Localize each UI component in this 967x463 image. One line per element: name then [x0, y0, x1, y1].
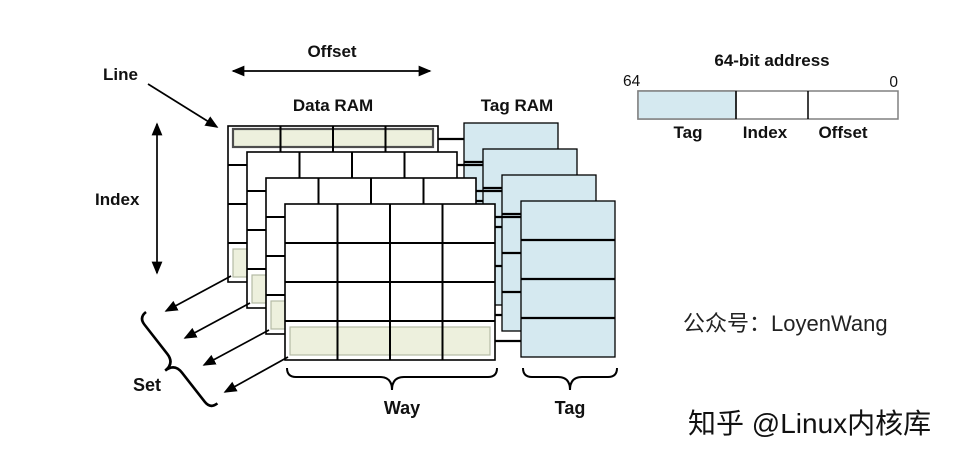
address-bit-low: 0 — [889, 74, 898, 91]
address-tag-segment — [637, 90, 737, 120]
tag-label: Tag — [555, 398, 586, 418]
wechat-caption: 公众号：LoyenWang — [683, 311, 888, 336]
way-label: Way — [384, 398, 420, 418]
data-ram-label: Data RAM — [293, 96, 373, 115]
set-arrow-1 — [164, 275, 232, 312]
set-arrow-2 — [183, 302, 251, 339]
tag-ram-label: Tag RAM — [481, 96, 553, 115]
set-arrows — [164, 275, 289, 393]
set-label: Set — [133, 375, 161, 395]
cache-way-4 — [283, 199, 617, 362]
set-arrow-3 — [202, 329, 270, 366]
address-field-index-label: Index — [743, 123, 788, 142]
way-brace — [286, 367, 498, 391]
line-pointer-arrow — [147, 83, 219, 128]
zhihu-watermark: 知乎 @Linux内核库 — [688, 408, 931, 439]
address-field-tag-label: Tag — [674, 123, 703, 142]
address-title: 64-bit address — [714, 51, 829, 70]
index-label: Index — [95, 190, 140, 209]
address-field-dividers — [735, 91, 809, 119]
address-bit-high: 64 — [623, 73, 641, 90]
address-field-offset-label: Offset — [818, 123, 867, 142]
offset-label: Offset — [307, 42, 356, 61]
cache-line-highlight — [231, 127, 435, 149]
set-arrow-4 — [223, 356, 289, 393]
address-breakdown: 64-bit address 64 0 Tag Index Offset — [623, 51, 899, 142]
line-label: Line — [103, 65, 138, 84]
tag-brace — [522, 367, 618, 391]
set-brace — [140, 310, 219, 408]
